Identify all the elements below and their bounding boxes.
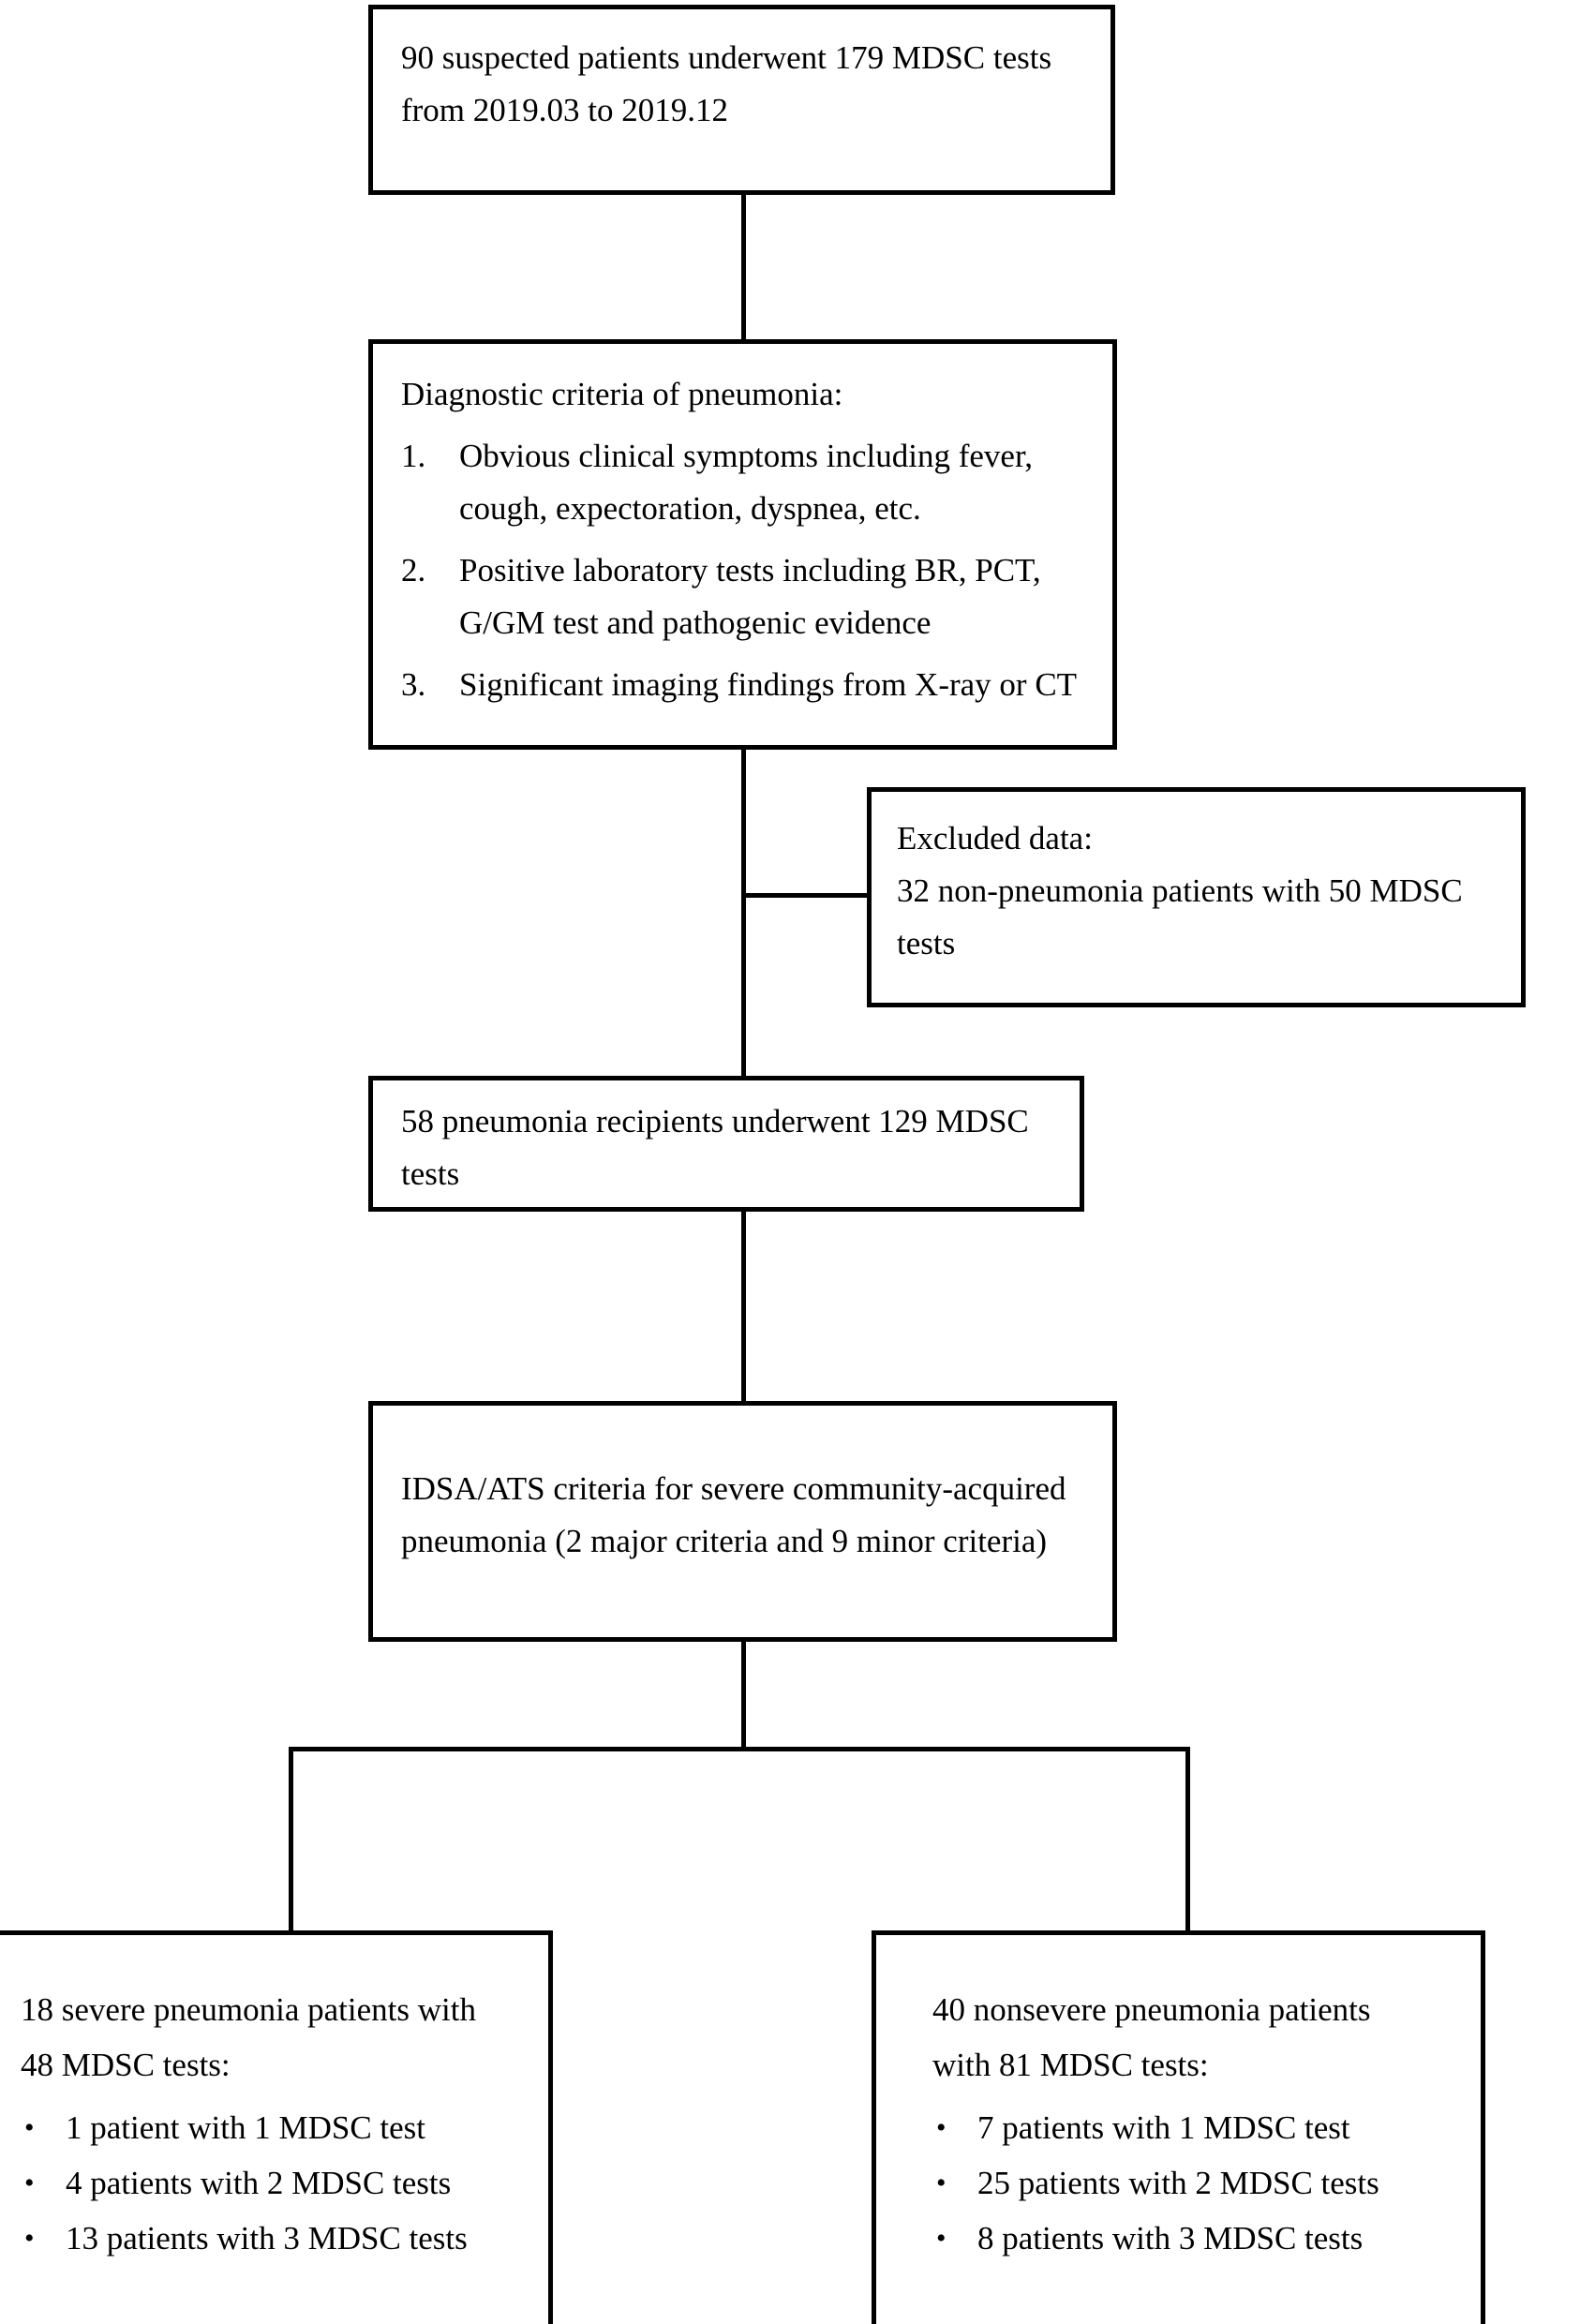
severe-heading-line-2: 48 MDSC tests:: [21, 2047, 231, 2083]
nonsevere-bullet-2-text: 25 patients with 2 MDSC tests: [977, 2165, 1379, 2201]
nonsevere-heading-line-2: with 81 MDSC tests:: [932, 2047, 1209, 2083]
bullet-icon: •: [24, 2223, 35, 2254]
severe-bullet-3-text: 13 patients with 3 MDSC tests: [66, 2220, 468, 2257]
node-excluded-data: Excluded data: 32 non-pneumonia patients…: [867, 787, 1526, 1007]
nonsevere-bullet-1: • 7 patients with 1 MDSC test: [932, 2100, 1481, 2155]
included-line-2: tests: [401, 1155, 460, 1192]
connector-split-to-severe: [289, 1747, 293, 1932]
severe-bullet-2-text: 4 patients with 2 MDSC tests: [66, 2165, 452, 2201]
criteria-item-1-number: 1.: [401, 438, 426, 474]
criteria-item-2: 2. Positive laboratory tests including B…: [401, 544, 1112, 649]
nonsevere-bullet-1-text: 7 patients with 1 MDSC test: [977, 2109, 1350, 2146]
bullet-icon: •: [936, 2112, 947, 2143]
criteria-item-1-line-2: cough, expectoration, dyspnea, etc.: [459, 490, 921, 527]
nonsevere-bullet-2: • 25 patients with 2 MDSC tests: [932, 2155, 1481, 2211]
severe-bullet-list: • 1 patient with 1 MDSC test • 4 patient…: [21, 2100, 548, 2266]
severe-bullet-2: • 4 patients with 2 MDSC tests: [21, 2155, 548, 2211]
criteria-item-1-line-1: Obvious clinical symptoms including feve…: [459, 438, 1033, 474]
criteria-item-2-number: 2.: [401, 552, 426, 588]
criteria-item-1: 1. Obvious clinical symptoms including f…: [401, 430, 1112, 535]
nonsevere-bullet-3: • 8 patients with 3 MDSC tests: [932, 2211, 1481, 2266]
excluded-line-1: 32 non-pneumonia patients with 50 MDSC: [897, 872, 1463, 909]
criteria-item-3: 3. Significant imaging findings from X-r…: [401, 659, 1112, 711]
severe-heading-line-1: 18 severe pneumonia patients with: [21, 1991, 476, 2028]
connector-criteria-to-included: [741, 750, 746, 1078]
node-idsa-ats-criteria-body: IDSA/ATS criteria for severe community-a…: [401, 1463, 1112, 1568]
nonsevere-heading-line-1: 40 nonsevere pneumonia patients: [932, 1991, 1371, 2028]
node-severe-group-body: 18 severe pneumonia patients with 48 MDS…: [21, 1982, 548, 2266]
bullet-icon: •: [24, 2112, 35, 2143]
excluded-line-2: tests: [897, 925, 956, 961]
severe-bullet-1: • 1 patient with 1 MDSC test: [21, 2100, 548, 2155]
idsa-line-1: IDSA/ATS criteria for severe community-a…: [401, 1470, 1066, 1507]
connector-idsa-to-split: [741, 1642, 746, 1751]
node-diagnostic-criteria: Diagnostic criteria of pneumonia: 1. Obv…: [368, 339, 1117, 750]
connector-to-excluded: [741, 893, 871, 898]
severe-bullet-1-text: 1 patient with 1 MDSC test: [66, 2109, 426, 2146]
criteria-heading: Diagnostic criteria of pneumonia:: [401, 376, 843, 412]
criteria-item-2-line-1: Positive laboratory tests including BR, …: [459, 552, 1041, 588]
criteria-item-3-line-1: Significant imaging findings from X-ray …: [459, 666, 1078, 703]
node-nonsevere-group-body: 40 nonsevere pneumonia patients with 81 …: [932, 1982, 1481, 2266]
node-excluded-data-body: Excluded data: 32 non-pneumonia patients…: [897, 812, 1521, 970]
connector-included-to-idsa: [741, 1212, 746, 1403]
node-nonsevere-group: 40 nonsevere pneumonia patients with 81 …: [872, 1930, 1485, 2324]
criteria-list: 1. Obvious clinical symptoms including f…: [401, 430, 1112, 711]
node-severe-group: 18 severe pneumonia patients with 48 MDS…: [0, 1930, 553, 2324]
node-included-recipients: 58 pneumonia recipients underwent 129 MD…: [368, 1076, 1084, 1212]
bullet-icon: •: [936, 2168, 947, 2198]
suspected-line-1: 90 suspected patients underwent 179 MDSC…: [401, 39, 1052, 76]
suspected-line-2: from 2019.03 to 2019.12: [401, 92, 729, 128]
severe-bullet-3: • 13 patients with 3 MDSC tests: [21, 2211, 548, 2266]
bullet-icon: •: [936, 2223, 947, 2254]
connector-start-to-criteria: [741, 195, 746, 341]
nonsevere-bullet-3-text: 8 patients with 3 MDSC tests: [977, 2220, 1364, 2257]
node-suspected-patients: 90 suspected patients underwent 179 MDSC…: [368, 5, 1115, 195]
connector-split-to-nonsevere: [1185, 1747, 1190, 1932]
node-diagnostic-criteria-body: Diagnostic criteria of pneumonia: 1. Obv…: [401, 368, 1112, 711]
criteria-item-3-number: 3.: [401, 666, 426, 703]
node-included-recipients-body: 58 pneumonia recipients underwent 129 MD…: [401, 1095, 1080, 1200]
included-line-1: 58 pneumonia recipients underwent 129 MD…: [401, 1103, 1029, 1140]
criteria-item-2-line-2: G/GM test and pathogenic evidence: [459, 604, 932, 641]
bullet-icon: •: [24, 2168, 35, 2198]
node-idsa-ats-criteria: IDSA/ATS criteria for severe community-a…: [368, 1401, 1117, 1642]
connector-split-bar: [289, 1747, 1190, 1751]
nonsevere-bullet-list: • 7 patients with 1 MDSC test • 25 patie…: [932, 2100, 1481, 2266]
node-suspected-patients-body: 90 suspected patients underwent 179 MDSC…: [401, 32, 1110, 137]
idsa-line-2: pneumonia (2 major criteria and 9 minor …: [401, 1523, 1048, 1559]
excluded-heading: Excluded data:: [897, 820, 1093, 857]
